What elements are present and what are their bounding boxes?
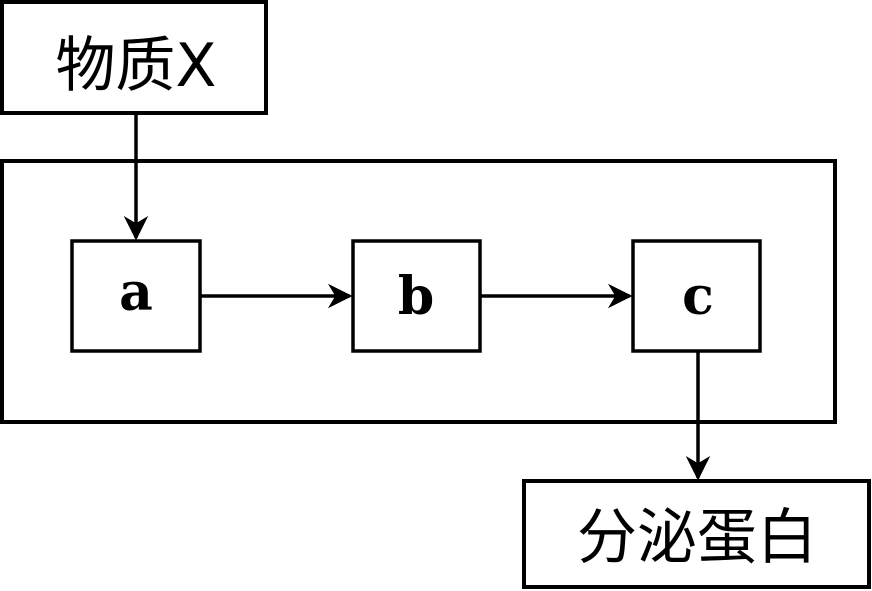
- input-box-frame: [0, 0, 268, 115]
- output-box: 分泌蛋白: [522, 479, 871, 589]
- node-b: b: [351, 239, 482, 353]
- input-box: 物质X: [0, 0, 268, 115]
- node-b-label: b: [398, 266, 434, 327]
- input-label: 物质X: [55, 31, 216, 101]
- node-c-label: c: [682, 266, 714, 327]
- node-a-label: a: [119, 262, 153, 323]
- node-c: c: [631, 239, 762, 353]
- node-a: a: [70, 239, 202, 353]
- container-boundary: [0, 159, 837, 424]
- output-label: 分泌蛋白: [577, 503, 817, 573]
- node-b-box: [351, 239, 482, 353]
- output-box-frame: [522, 479, 871, 589]
